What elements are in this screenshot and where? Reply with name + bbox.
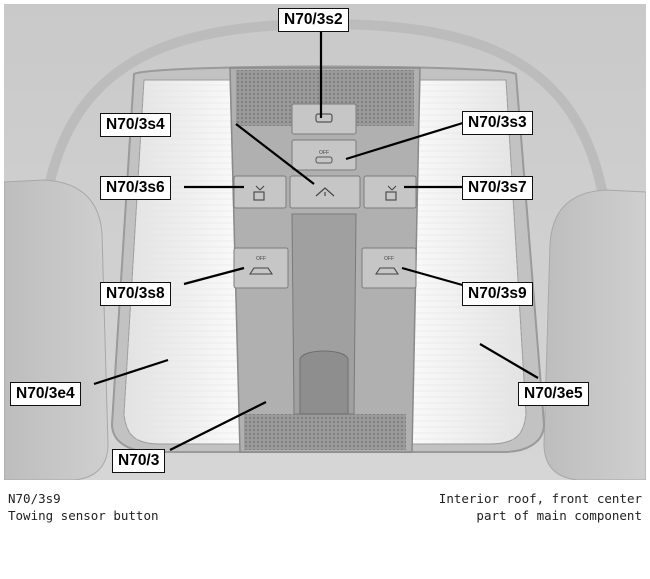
reading-lamp-icon-left bbox=[253, 185, 265, 201]
button-s8-off-text: OFF bbox=[256, 256, 266, 262]
label-n70-3s8: N70/3s8 bbox=[100, 282, 171, 306]
label-n70-3s2: N70/3s2 bbox=[278, 8, 349, 32]
label-n70-3s6: N70/3s6 bbox=[100, 176, 171, 200]
button-s3[interactable]: OFF bbox=[291, 139, 357, 171]
lamp-icon bbox=[315, 156, 333, 164]
button-s4[interactable] bbox=[289, 175, 361, 209]
caption-component-id: N70/3s9 Towing sensor button bbox=[8, 490, 159, 524]
car-alarm-icon-left bbox=[248, 267, 274, 275]
caption-right-line1: Interior roof, front center bbox=[438, 491, 642, 506]
caption-right-line2: part of main component bbox=[476, 508, 642, 523]
car-icon bbox=[315, 113, 333, 123]
button-s2[interactable] bbox=[291, 103, 357, 135]
button-s9[interactable]: OFF bbox=[361, 247, 417, 289]
roof-console-photo: OFF OFF OFF bbox=[4, 4, 646, 480]
caption-left-line1: N70/3s9 bbox=[8, 491, 61, 506]
button-s3-off-text: OFF bbox=[319, 150, 329, 156]
caption-location: Interior roof, front center part of main… bbox=[439, 490, 642, 524]
button-s9-off-text: OFF bbox=[384, 256, 394, 262]
interior-light-icon bbox=[315, 187, 335, 197]
car-tow-icon-right bbox=[374, 267, 400, 275]
bottom-mesh-grille bbox=[244, 414, 406, 450]
button-s6[interactable] bbox=[233, 175, 287, 209]
label-n70-3s3: N70/3s3 bbox=[462, 111, 533, 135]
caption-left-line2: Towing sensor button bbox=[8, 508, 159, 523]
reading-lamp-icon-right bbox=[385, 185, 397, 201]
left-sun-visor bbox=[4, 179, 109, 480]
button-s8[interactable]: OFF bbox=[233, 247, 289, 289]
label-n70-3s4: N70/3s4 bbox=[100, 113, 171, 137]
button-s7[interactable] bbox=[363, 175, 417, 209]
leader-lines bbox=[93, 30, 539, 451]
label-n70-3s9: N70/3s9 bbox=[462, 282, 533, 306]
right-sun-visor bbox=[543, 189, 646, 480]
label-n70-3e4: N70/3e4 bbox=[10, 382, 81, 406]
label-n70-3e5: N70/3e5 bbox=[518, 382, 589, 406]
label-n70-3: N70/3 bbox=[112, 449, 166, 473]
label-n70-3s7: N70/3s7 bbox=[462, 176, 533, 200]
